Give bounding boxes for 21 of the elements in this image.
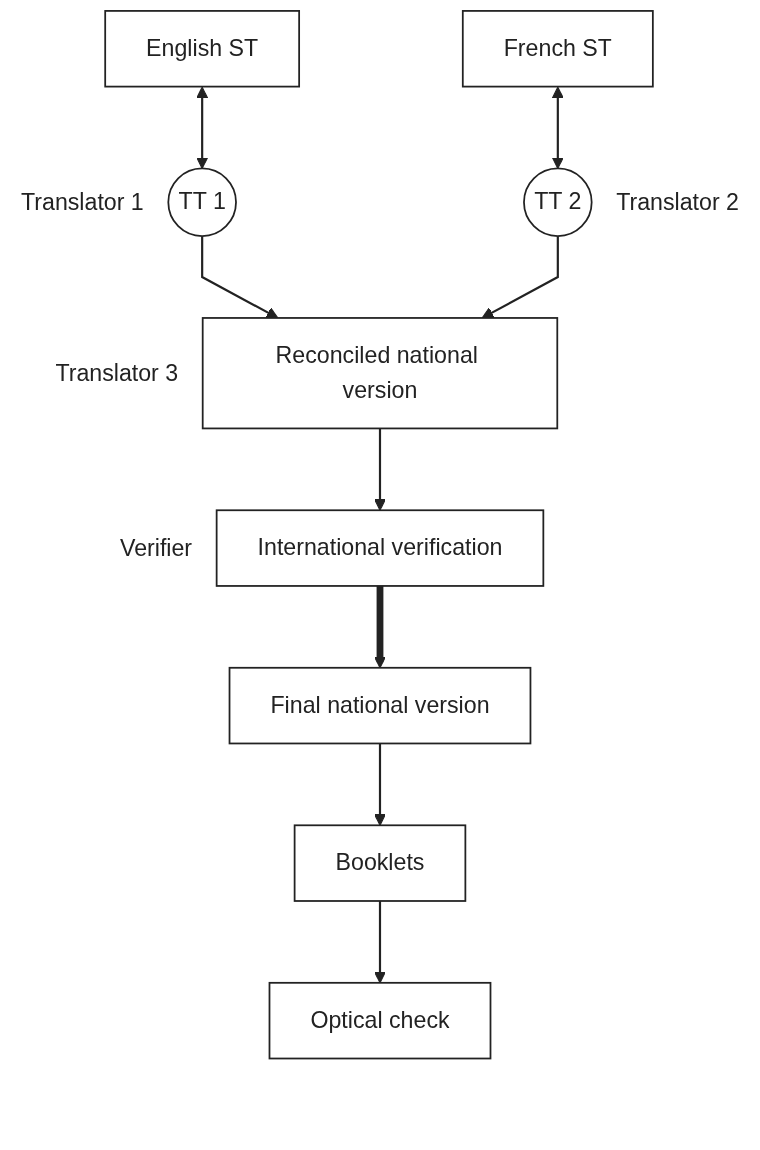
node-box: English ST [104, 10, 300, 88]
node-circle: TT 2 [523, 167, 593, 237]
node-circle: TT 1 [167, 167, 237, 237]
arrow [374, 428, 386, 511]
node-box: Reconciled national version [201, 317, 559, 430]
node-box: Booklets [293, 824, 467, 902]
role-label: Translator 3 [55, 360, 179, 387]
node-box: Final national version [228, 666, 532, 745]
arrow [551, 86, 564, 169]
node-box: Optical check [268, 981, 492, 1060]
arrow [374, 901, 386, 984]
arrow [374, 585, 386, 669]
node-box: French ST [461, 10, 654, 88]
arrow [481, 236, 559, 319]
role-label: Translator 1 [21, 189, 144, 216]
arrow [374, 743, 386, 826]
role-label: Translator 2 [616, 189, 739, 216]
node-box: International verification [215, 509, 545, 587]
arrow [201, 236, 279, 319]
arrow [196, 86, 209, 169]
role-label: Verifier [119, 535, 193, 562]
